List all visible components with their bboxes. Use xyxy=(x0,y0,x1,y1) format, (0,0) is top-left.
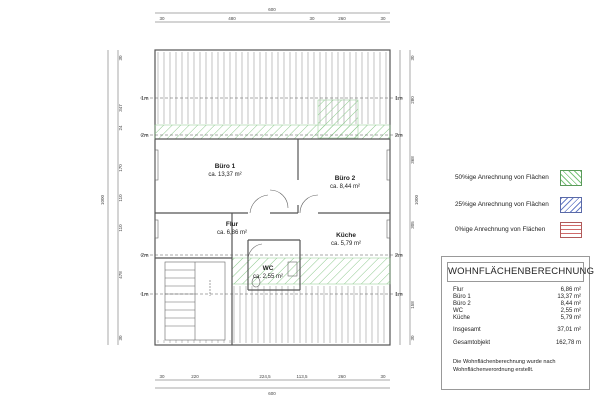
room-area-kueche: ca. 5,79 m² xyxy=(331,241,361,247)
calc-row: Büro 2 8,44 m² xyxy=(453,300,581,308)
dim-bottom-part: 30 xyxy=(380,374,386,379)
dim-left-part: 24 xyxy=(118,125,123,131)
dim-left-part: 110 xyxy=(118,194,123,202)
legend-swatch-red xyxy=(560,222,582,238)
calc-row: Büro 1 13,37 m² xyxy=(453,293,581,301)
calc-row-value: 6,86 m² xyxy=(560,287,581,293)
calc-row: WC 2,55 m² xyxy=(453,307,581,315)
calc-row-name: WC xyxy=(453,308,463,314)
level-label-1m: 1m xyxy=(395,292,403,298)
calc-row-value: 8,44 m² xyxy=(560,301,581,307)
legend-label: 50%ige Anrechnung von Flächen xyxy=(455,174,549,181)
door-swing xyxy=(249,194,269,214)
dim-top-part: 30 xyxy=(309,16,315,21)
level-label-1m: 1m xyxy=(141,96,149,102)
dim-right-part: 280 xyxy=(410,96,415,104)
calc-object-row: Gesamtobjekt 162,78 m xyxy=(453,339,581,347)
dim-bottom-part: 260 xyxy=(338,374,346,379)
window xyxy=(386,219,391,239)
outer-wall xyxy=(154,49,391,346)
door-swing xyxy=(299,194,319,214)
window xyxy=(154,149,159,181)
dim-top-total: 600 xyxy=(268,7,276,12)
dim-top-part: 30 xyxy=(380,16,386,21)
dim-right-part: 305 xyxy=(410,221,415,229)
window xyxy=(386,149,391,181)
dim-right-total: 1000 xyxy=(414,194,419,205)
dim-left-part: 478 xyxy=(118,271,123,279)
dim-right-part: 30 xyxy=(410,55,415,61)
calc-total-row: Insgesamt 37,01 m² xyxy=(453,326,581,334)
dim-left-part: 347 xyxy=(118,104,123,112)
level-label-1m: 1m xyxy=(141,292,149,298)
dim-left-part: 170 xyxy=(118,164,123,172)
legend-swatch-blue xyxy=(560,197,582,213)
room-area-buero2: ca. 8,44 m² xyxy=(330,184,360,190)
dim-bottom-part: 224,5 xyxy=(259,374,271,379)
calc-row-name: Büro 1 xyxy=(453,294,471,300)
dim-right-part: 158 xyxy=(410,301,415,309)
dim-left-part: 110 xyxy=(118,224,123,232)
area-calculation-box: WOHNFLÄCHENBERECHNUNG Flur 6,86 m² Büro … xyxy=(441,256,594,390)
calc-row-name: Flur xyxy=(453,287,464,293)
calc-row: Küche 5,79 m² xyxy=(453,314,581,322)
calc-note: Die Wohnflächenberechnung wurde nach Woh… xyxy=(453,359,556,373)
legend-swatch-green xyxy=(560,170,582,186)
dim-top-part: 30 xyxy=(159,16,165,21)
dim-left-part: 30 xyxy=(118,335,123,341)
dim-right-part: 368 xyxy=(410,156,415,164)
roof-slope-lines xyxy=(157,52,387,343)
dim-right-part: 30 xyxy=(410,335,415,341)
calc-object-value: 162,78 m xyxy=(555,340,581,346)
legend-item: 25%ige Anrechnung von Flächen xyxy=(455,197,595,217)
level-label-2m: 2m xyxy=(141,253,149,259)
room-name-buero2: Büro 2 xyxy=(335,175,356,182)
dim-bottom-total: 600 xyxy=(268,391,276,396)
dim-bottom-part: 113,5 xyxy=(297,374,308,379)
calc-row-name: Büro 2 xyxy=(453,301,471,307)
calc-row-name: Küche xyxy=(453,315,471,321)
level-label-2m: 2m xyxy=(395,253,403,259)
legend-item: 50%ige Anrechnung von Flächen xyxy=(455,170,595,190)
door-swing xyxy=(269,189,289,209)
room-name-kueche: Küche xyxy=(336,232,356,239)
room-name-flur: Flur xyxy=(226,221,239,228)
legend-label: 25%ige Anrechnung von Flächen xyxy=(455,201,549,208)
level-label-1m: 1m xyxy=(395,96,403,102)
calc-row: Flur 6,86 m² xyxy=(453,286,581,294)
sink-icon xyxy=(287,261,298,277)
calc-title: WOHNFLÄCHENBERECHNUNG xyxy=(447,262,594,282)
legend-item: 0%ige Anrechnung von Flächen xyxy=(455,222,595,242)
dim-bottom-part: 220 xyxy=(191,374,199,379)
calc-row-value: 5,79 m² xyxy=(560,315,581,321)
door-swing xyxy=(247,243,263,261)
dim-top-part: 480 xyxy=(228,16,236,21)
room-name-wc: WC xyxy=(263,265,274,272)
room-name-buero1: Büro 1 xyxy=(215,163,236,170)
zone-50-dormer xyxy=(317,99,359,139)
calc-object-label: Gesamtobjekt xyxy=(453,340,491,346)
calc-row-value: 13,37 m² xyxy=(557,294,581,300)
calc-total-value: 37,01 m² xyxy=(557,327,581,333)
room-area-flur: ca. 6,86 m² xyxy=(217,230,247,236)
zone-50-bottom xyxy=(231,257,391,285)
room-area-buero1: ca. 13,37 m² xyxy=(208,172,241,178)
dim-top-part: 260 xyxy=(338,16,346,21)
staircase xyxy=(164,261,226,341)
dim-bottom-part: 30 xyxy=(159,374,165,379)
toilet-icon xyxy=(251,276,261,288)
dim-left-part: 30 xyxy=(118,55,123,61)
level-label-2m: 2m xyxy=(395,133,403,139)
calc-total-label: Insgesamt xyxy=(453,327,481,333)
legend-label: 0%ige Anrechnung von Flächen xyxy=(455,226,546,233)
level-label-2m: 2m xyxy=(141,133,149,139)
dim-left-total: 1000 xyxy=(100,194,105,205)
calc-row-value: 2,55 m² xyxy=(560,308,581,314)
room-area-wc: ca. 2,55 m² xyxy=(253,274,283,280)
window xyxy=(154,219,159,239)
